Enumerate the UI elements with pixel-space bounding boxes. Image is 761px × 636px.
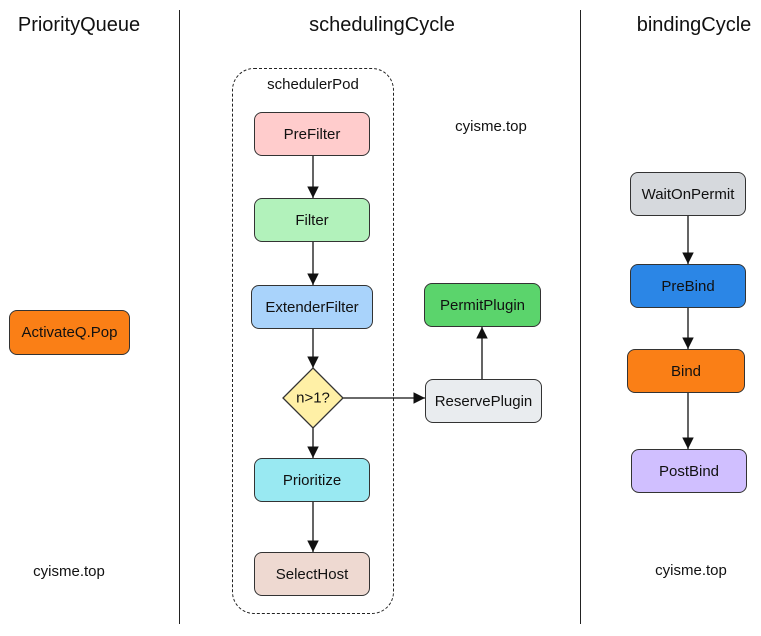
reserveplugin-node: ReservePlugin [425, 379, 542, 423]
prioritize-node: Prioritize [254, 458, 370, 502]
activateq-pop-node: ActivateQ.Pop [9, 310, 130, 355]
prefilter-node: PreFilter [254, 112, 370, 156]
reserveplugin-label: ReservePlugin [434, 392, 533, 410]
waitonpermit-label: WaitOnPermit [641, 185, 735, 203]
decision-label: n>1? [296, 389, 330, 407]
postbind-label: PostBind [658, 462, 720, 480]
permitplugin-node: PermitPlugin [424, 283, 541, 327]
filter-label: Filter [295, 211, 329, 229]
selecthost-label: SelectHost [275, 565, 349, 583]
activateq-pop-label: ActivateQ.Pop [21, 324, 118, 341]
column-title-binding-cycle: bindingCycle [636, 14, 752, 36]
extender-filter-label: ExtenderFilter [265, 298, 359, 316]
prebind-node: PreBind [630, 264, 746, 308]
column-divider-left [179, 10, 180, 624]
postbind-node: PostBind [631, 449, 747, 493]
bind-node: Bind [627, 349, 745, 393]
decision-node [282, 367, 344, 429]
filter-node: Filter [254, 198, 370, 242]
prefilter-label: PreFilter [283, 125, 341, 143]
permitplugin-label: PermitPlugin [439, 296, 526, 314]
watermark-right: cyisme.top [655, 562, 727, 579]
selecthost-node: SelectHost [254, 552, 370, 596]
waitonpermit-node: WaitOnPermit [630, 172, 746, 216]
watermark-middle: cyisme.top [455, 118, 527, 135]
prioritize-label: Prioritize [282, 471, 342, 489]
prebind-label: PreBind [661, 277, 715, 295]
column-title-priority-queue: PriorityQueue [17, 14, 141, 36]
column-title-scheduling-cycle: schedulingCycle [309, 14, 455, 36]
column-divider-right [580, 10, 581, 624]
bind-label: Bind [670, 362, 702, 380]
watermark-left: cyisme.top [33, 563, 105, 580]
extender-filter-node: ExtenderFilter [251, 285, 373, 329]
scheduler-pod-label: schedulerPod [267, 76, 359, 93]
scheduler-pod-group [232, 68, 394, 614]
